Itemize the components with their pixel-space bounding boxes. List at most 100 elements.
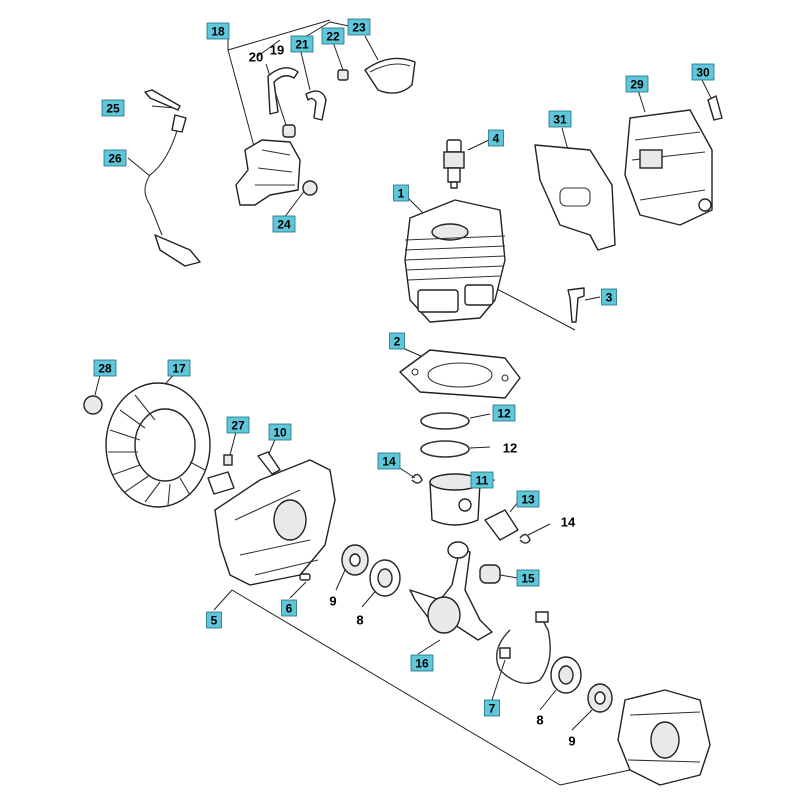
callout-box: [470, 471, 494, 489]
callout-11: 11: [470, 471, 494, 489]
intake-adaptor-part-18: [235, 139, 301, 206]
callout-28: 28: [93, 359, 117, 377]
callout-number: 17: [172, 362, 186, 376]
callout-box: [389, 332, 405, 350]
bearing-part-8-right: [550, 656, 582, 694]
callout-box: [101, 99, 125, 117]
nut-part-24: [302, 180, 318, 196]
callout-7: 7: [484, 699, 500, 717]
callout-number: 18: [211, 25, 225, 39]
dowel-pin-part-6: [299, 573, 311, 581]
callout-number: 27: [231, 419, 245, 433]
crankshaft-part-16: [409, 541, 493, 641]
circlip-part-14b: [519, 533, 531, 544]
piston-ring-part-12a: [420, 412, 470, 430]
callout-number: 7: [489, 702, 496, 716]
hose-part-21: [305, 90, 327, 121]
muffler-part-29: [624, 109, 713, 226]
callout-number: 14: [382, 455, 396, 469]
throttle-rod-part-26: [144, 114, 201, 267]
small-nut-part-22: [337, 69, 349, 81]
callout-box: [410, 654, 434, 672]
heat-shield-part-31: [534, 144, 616, 251]
flywheel-part-17: [105, 382, 211, 508]
callout-4: 4: [488, 129, 504, 147]
callout-number: 9: [568, 734, 575, 749]
cylinder-part-1: [404, 199, 506, 323]
callout-number: 6: [286, 602, 293, 616]
callout-box: [377, 452, 401, 470]
callout-box: [93, 359, 117, 377]
callout-number: 30: [696, 66, 710, 80]
callout-number: 24: [277, 218, 291, 232]
callout-box: [290, 35, 314, 53]
callout-box: [601, 288, 617, 306]
screw-part-25: [144, 89, 181, 111]
piston-pin-part-13: [484, 509, 519, 541]
callout-19: 19: [270, 43, 284, 58]
callout-number: 15: [521, 572, 535, 586]
callout-box: [321, 27, 345, 45]
callout-10: 10: [268, 423, 292, 441]
callout-number: 12: [503, 441, 517, 456]
callout-5: 5: [206, 611, 222, 629]
callout-box: [103, 149, 127, 167]
callout-box: [488, 129, 504, 147]
callout-23: 23: [347, 18, 371, 36]
callout-box: [484, 699, 500, 717]
callout-box: [206, 611, 222, 629]
callout-number: 29: [630, 78, 644, 92]
seal-part-9-right: [587, 683, 613, 713]
callout-box: [167, 359, 191, 377]
callout-22: 22: [321, 27, 345, 45]
spark-plug-part-4: [443, 139, 465, 189]
callout-number: 5: [211, 614, 218, 628]
callout-box: [625, 75, 649, 93]
screw-part-30: [707, 95, 723, 121]
callout-number: 3: [606, 291, 613, 305]
callout-30: 30: [691, 63, 715, 81]
callout-number: 20: [249, 50, 263, 65]
callout-number: 11: [476, 474, 489, 488]
grommet-part-20: [282, 124, 296, 138]
callout-13: 13: [516, 490, 540, 508]
crankcase-half-part-5: [214, 459, 336, 586]
callout-18: 18: [206, 22, 230, 40]
hose-part-19: [267, 67, 299, 115]
callout-26: 26: [103, 149, 127, 167]
callout-number: 28: [98, 362, 112, 376]
callout-box: [281, 599, 297, 617]
cover-cap-part-23: [364, 57, 416, 94]
callout-21: 21: [290, 35, 314, 53]
callout-17: 17: [167, 359, 191, 377]
callout-16: 16: [410, 654, 434, 672]
callout-box: [548, 110, 572, 128]
callout-number: 1: [398, 187, 405, 201]
piston-ring-part-12b: [420, 440, 470, 458]
callout-20: 20: [249, 50, 263, 65]
callout-number: 4: [493, 132, 500, 146]
callout-box: [347, 18, 371, 36]
cylinder-gasket-part-2: [399, 349, 521, 399]
callout-24: 24: [272, 215, 296, 233]
bushing-part: [207, 471, 235, 495]
callout-box: [226, 416, 250, 434]
callout-number: 16: [415, 657, 429, 671]
callout-8: 8: [356, 613, 363, 628]
callout-number: 22: [326, 30, 340, 44]
callout-14: 14: [561, 515, 576, 530]
nut-part-28: [83, 395, 103, 415]
seal-part-9-left: [341, 544, 369, 576]
callout-27: 27: [226, 416, 250, 434]
callout-number: 26: [108, 152, 122, 166]
crankcase-half-right: [617, 689, 711, 786]
callout-number: 21: [295, 38, 309, 52]
callout-number: 25: [106, 102, 120, 116]
callout-9: 9: [329, 594, 336, 609]
callout-number: 13: [521, 493, 535, 507]
callout-box: [206, 22, 230, 40]
callout-6: 6: [281, 599, 297, 617]
circlip-part-14a: [411, 473, 423, 484]
